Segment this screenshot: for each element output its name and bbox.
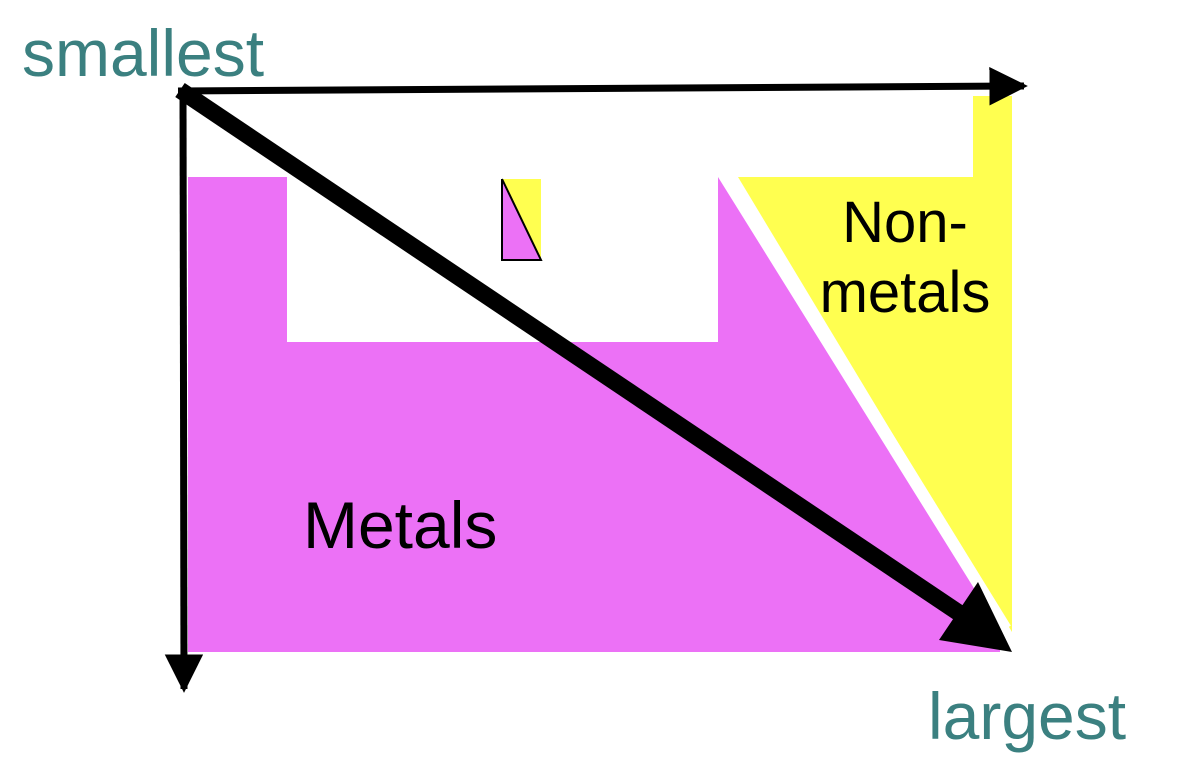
vertical-arrow bbox=[164, 89, 204, 693]
nonmetals-label: Non- metals bbox=[800, 188, 1010, 327]
metals-label: Metals bbox=[303, 488, 498, 562]
hydrogen-cell-outline bbox=[501, 178, 543, 261]
largest-label: largest bbox=[928, 679, 1127, 753]
nonmetals-label-line2: metals bbox=[819, 259, 991, 325]
diagonal-arrow-shaft bbox=[175, 82, 967, 623]
metal-nonmetal-divider bbox=[724, 172, 1011, 631]
metals-region bbox=[188, 177, 1000, 652]
nonmetals-label-line1: Non- bbox=[842, 190, 968, 255]
smallest-label: smallest bbox=[22, 16, 265, 90]
horizontal-arrow bbox=[177, 66, 1028, 106]
nonmetals-region bbox=[738, 96, 1012, 632]
diagonal-arrow-head bbox=[939, 582, 1012, 652]
